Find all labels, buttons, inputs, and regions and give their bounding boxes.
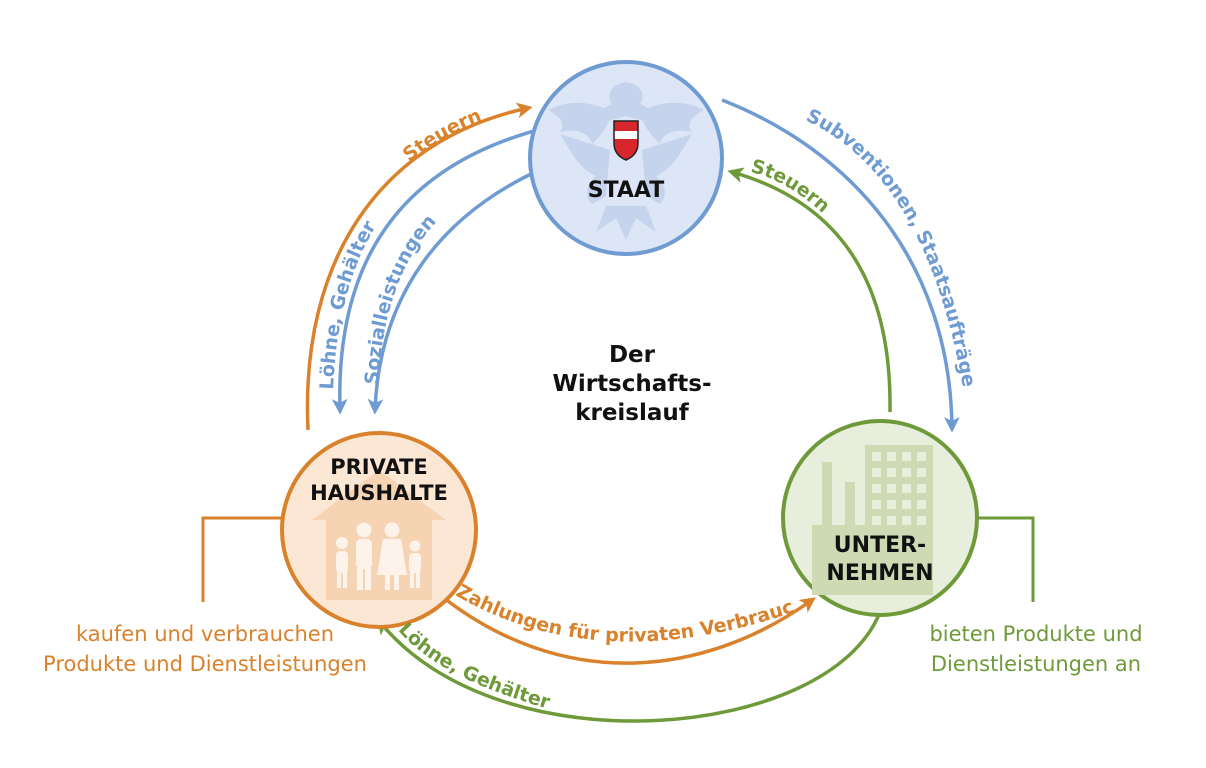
bracket-unternehmen (976, 516, 1035, 602)
austria-shield-icon (613, 120, 639, 161)
center-title: Der Wirtschafts- kreislauf (552, 342, 711, 426)
staat-node: STAAT (528, 60, 724, 256)
haushalte-label-line1: PRIVATE (330, 455, 428, 479)
flow-label-loehne-unternehmen: Löhne, Gehälter (394, 618, 553, 713)
unternehmen-label-line1: UNTER- (834, 533, 926, 558)
arrow-sozialleistungen (367, 170, 536, 415)
note-haushalte: kaufen und verbrauchen Produkte und Dien… (43, 622, 367, 676)
flow-label-subventionen: Subventionen, Staatsaufträge (803, 105, 980, 389)
arrow-loehne-unternehmen (377, 611, 882, 723)
building-windows (872, 452, 926, 525)
eagle-icon (548, 82, 704, 240)
center-title-line1: Der (609, 342, 656, 368)
center-title-line2: Wirtschafts- (552, 371, 711, 397)
arrow-steuern-haushalte (305, 102, 533, 431)
note-unternehmen-line1: bieten Produkte und (929, 622, 1142, 646)
note-haushalte-line2: Produkte und Dienstleistungen (43, 652, 367, 676)
arrow-steuern-unternehmen (727, 167, 892, 413)
note-haushalte-line1: kaufen und verbrauchen (76, 622, 334, 646)
note-unternehmen: bieten Produkte und Dienstleistungen an (929, 622, 1142, 676)
unternehmen-node: UNTER- NEHMEN (781, 419, 979, 617)
arrow-zahlungen (438, 593, 816, 665)
note-unternehmen-line2: Dienstleistungen an (931, 652, 1141, 676)
haushalte-label-line2: HAUSHALTE (310, 481, 448, 505)
family-icon (336, 522, 421, 590)
bracket-haushalte (201, 516, 282, 602)
arrow-subventionen (721, 98, 960, 433)
staat-label: STAAT (588, 178, 665, 203)
unternehmen-label-line2: NEHMEN (826, 561, 933, 586)
center-title-line3: kreislauf (575, 400, 690, 426)
haushalte-node: PRIVATE HAUSHALTE (280, 431, 478, 629)
flow-label-steuern-unternehmen: Steuern (749, 155, 834, 217)
arrow-loehne-staat (331, 126, 546, 415)
